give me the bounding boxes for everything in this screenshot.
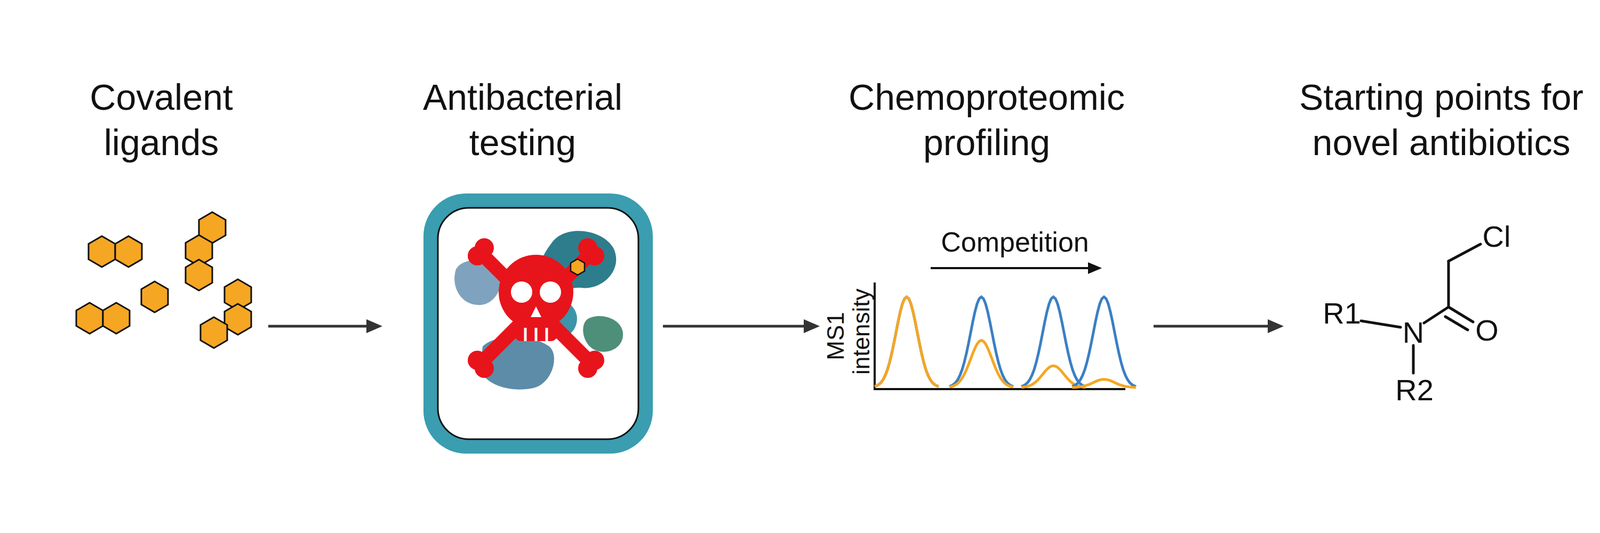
stage-heading: Antibacterial testing xyxy=(386,74,659,166)
stage-group: Covalent ligands xyxy=(58,74,264,470)
atom-label: Cl xyxy=(1482,220,1511,254)
atom-label: N xyxy=(1402,316,1424,350)
peak-trace xyxy=(874,297,939,387)
flow-arrow xyxy=(662,319,820,334)
atom-label: R2 xyxy=(1395,373,1434,407)
chromatogram xyxy=(873,262,1136,390)
peak-trace xyxy=(874,297,939,387)
peak-trace xyxy=(949,297,1014,387)
peak-trace xyxy=(1021,297,1086,387)
flow-arrow xyxy=(268,319,383,334)
stage-group: Antibacterial testing xyxy=(386,74,659,470)
flow-arrow xyxy=(1153,319,1284,334)
stage-group: Chemoproteomic profiling xyxy=(824,74,1150,470)
peak-trace xyxy=(949,340,1014,388)
stage-heading: Covalent ligands xyxy=(58,74,264,166)
axis-label: Competition xyxy=(940,227,1089,258)
stage-heading: Starting points for novel antibiotics xyxy=(1288,74,1595,166)
chemical-bonds xyxy=(1361,244,1481,374)
stage-group: Starting points for novel antibiotics xyxy=(1288,74,1595,470)
atom-label: O xyxy=(1475,314,1499,348)
bound-ligand xyxy=(570,259,585,276)
bacterium-cell xyxy=(423,193,653,454)
peak-trace xyxy=(1072,379,1136,388)
ligand-hexagons xyxy=(76,212,252,349)
atom-label: R1 xyxy=(1322,297,1362,331)
stage-heading: Chemoproteomic profiling xyxy=(824,74,1150,166)
skull-crossbones xyxy=(467,238,605,379)
axis-label: MS1 intensity xyxy=(823,297,876,375)
peak-trace xyxy=(1072,297,1136,387)
